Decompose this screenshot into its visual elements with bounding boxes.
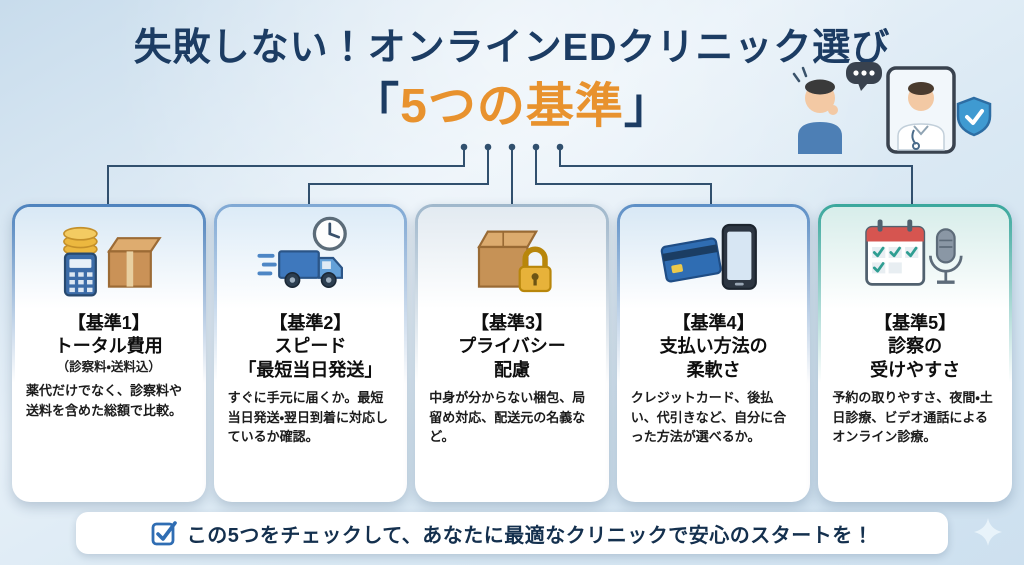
motion-marks-icon — [792, 66, 808, 83]
sparkle-icon — [974, 518, 1002, 546]
check-square-icon — [151, 521, 177, 546]
card-icon-area — [15, 207, 203, 309]
subtitle-bracket-close: 」 — [623, 80, 673, 133]
consultation-calendar-mic-icon — [865, 219, 963, 286]
shield-check-icon — [956, 96, 992, 137]
criteria-card-2: 【基準2】 スピード 「最短当日発送」 すぐに手元に届くか。最短当日発送・翌日到… — [214, 204, 408, 502]
card-label: 【基準2】 — [269, 313, 352, 333]
card-title: 支払い方法の — [659, 336, 768, 357]
online-doctor-tablet-icon — [886, 66, 956, 154]
cost-coins-calculator-box-icon — [62, 226, 162, 297]
card-note: （診察料・送料込） — [56, 359, 161, 374]
card-body: クレジットカード、後払い、代引きなど、自分に合った方法が選べるか。 — [630, 390, 787, 445]
page-title: 失敗しない！オンラインEDクリニック選び — [133, 27, 891, 69]
card-label: 【基準4】 — [672, 313, 755, 333]
footer-text: この5つをチェックして、あなたに最適なクリニックで安心のスタートを！ — [186, 524, 874, 547]
card-icon-area — [821, 207, 1009, 309]
card-icon-area — [216, 207, 405, 309]
subtitle-bracket-open: 「 — [351, 80, 401, 133]
card-label: 【基準5】 — [874, 313, 957, 333]
criteria-card-1: 【基準1】 トータル費用 （診察料・送料込） 薬代だけでなく、診察料や送料を含め… — [12, 204, 206, 502]
speed-truck-clock-icon — [257, 216, 348, 288]
privacy-box-lock-icon — [477, 230, 552, 293]
online-consultation-illustration — [792, 62, 992, 154]
card-title: 診察の — [888, 336, 943, 357]
card-title2: 配慮 — [493, 359, 530, 380]
connector-lines — [107, 143, 913, 206]
patient-man-icon — [798, 79, 842, 154]
criteria-card-5: 【基準5】 診察の 受けやすさ 予約の取りやすさ、夜間・土日診療、ビデオ通話によ… — [818, 204, 1012, 502]
card-title: スピード — [274, 336, 347, 357]
card-body: 予約の取りやすさ、夜間・土日診療、ビデオ通話によるオンライン診療。 — [832, 390, 993, 445]
footer-message-bar: この5つをチェックして、あなたに最適なクリニックで安心のスタートを！ — [76, 512, 948, 554]
card-title: プライバシー — [458, 336, 566, 357]
card-body: 薬代だけでなく、診察料や送料を含めた総額で比較。 — [26, 383, 183, 418]
criteria-card-4: 【基準4】 支払い方法の 柔軟さ クレジットカード、後払い、代引きなど、自分に合… — [617, 204, 811, 502]
card-body: 中身が分からない梱包、局留め対応、配送元の名義など。 — [429, 390, 586, 445]
card-title2: 受けやすさ — [870, 359, 961, 380]
card-label: 【基準1】 — [67, 313, 150, 333]
card-title2: 「最短当日発送」 — [238, 359, 383, 380]
subtitle-highlight: 5つの基準 — [400, 80, 624, 133]
chat-bubble-icon — [846, 62, 882, 91]
card-body: すぐに手元に届くか。最短当日発送・翌日到着に対応しているか確認。 — [227, 390, 389, 445]
card-title: トータル費用 — [54, 336, 163, 357]
criteria-cards-row: 【基準1】 トータル費用 （診察料・送料込） 薬代だけでなく、診察料や送料を含め… — [12, 204, 1012, 502]
criteria-card-3: 【基準3】 プライバシー 配慮 中身が分からない梱包、局留め対応、配送元の名義な… — [415, 204, 609, 502]
card-title2: 柔軟さ — [686, 359, 741, 380]
page-subtitle: 「5つの基準」 — [0, 66, 1024, 136]
card-icon-area — [418, 207, 606, 309]
payment-card-phone-icon — [660, 223, 757, 290]
card-icon-area — [619, 207, 808, 309]
card-label: 【基準3】 — [470, 313, 553, 333]
